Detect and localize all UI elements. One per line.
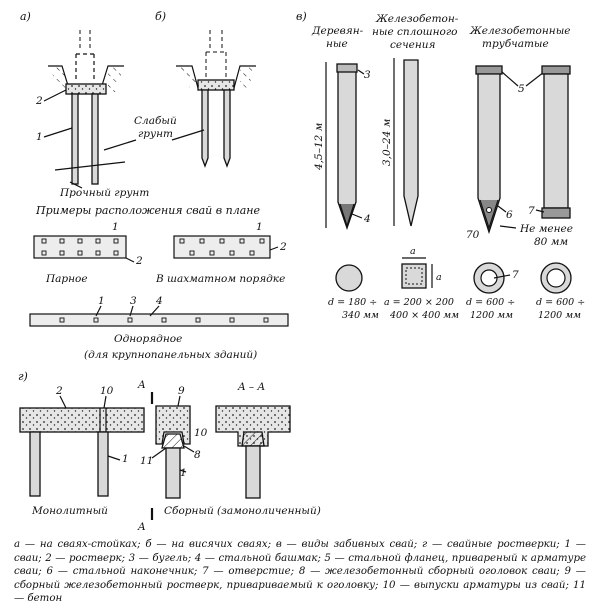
tube1-flange [475, 65, 503, 75]
plan-title: Примеры расположения свай в плане [35, 204, 261, 217]
pile-b-right [223, 89, 231, 168]
precast-pile [165, 447, 181, 499]
wood-title-1: Деревян- [311, 25, 364, 37]
panel-a: а) 2 1 [20, 10, 126, 185]
tube-pile-1 [477, 73, 501, 235]
rc-solid-pile [403, 59, 419, 227]
precast-label-10: 10 [194, 427, 208, 439]
rc-solid-title-2: ные сплошного [372, 26, 457, 38]
section-AA-label: A – A [237, 381, 266, 393]
section-A-top: A [137, 379, 146, 391]
monolithic-grillage [19, 407, 145, 433]
strong-soil-line-a [54, 161, 126, 171]
d-wood-2: 340 мм [342, 310, 379, 321]
strong-soil-label: Прочный грунт [59, 187, 149, 199]
dim-a-top: a [410, 246, 416, 257]
precast-label-9: 9 [178, 385, 185, 397]
tube2-flange-top [541, 65, 571, 75]
section-AA-head [241, 431, 265, 447]
tube-pile-2 [543, 73, 569, 209]
figure-caption: а — на сваях-стойках; б — на висячих сва… [14, 539, 586, 604]
plan-single-label: Однорядное [114, 333, 182, 345]
wooden-pile-band [336, 63, 358, 73]
section-wood [335, 264, 363, 292]
pile-a-left [71, 93, 79, 185]
mono-label-2: 2 [55, 385, 63, 397]
rc-solid-title-1: Железобетон- [375, 13, 459, 25]
plan-staggered-label: В шахматном порядке [155, 273, 285, 285]
plan-single-3: 3 [130, 295, 137, 307]
panel-b: б) [155, 10, 256, 168]
pile-b-left [201, 89, 209, 168]
wood-label-4: 4 [363, 213, 371, 225]
panel-v: в) Деревян- ные Железобетон- ные сплошно… [296, 10, 585, 321]
plan-paired-label: Парное [45, 273, 88, 285]
wooden-pile-shoe [339, 203, 355, 228]
tube2-label-7: 7 [528, 205, 535, 217]
section-AA-grillage [215, 405, 291, 447]
wood-label-3: 3 [364, 69, 371, 81]
label-a-2: 2 [35, 95, 43, 107]
a-rc-2: 400 × 400 мм [389, 310, 459, 321]
plan-paired-1: 1 [112, 221, 119, 233]
label-a: а) [20, 10, 31, 23]
mono-pile-left [29, 431, 41, 497]
weak-soil-label-2: грунт [138, 128, 173, 140]
rc-tube-title-2: трубчатые [482, 38, 549, 50]
precast-pile-head [161, 433, 185, 449]
tube1-label-70: 70 [466, 229, 480, 241]
wood-title-2: ные [326, 38, 348, 50]
grillage-a [65, 83, 107, 95]
d-tube2-2: 1200 мм [538, 310, 581, 321]
label-v: в) [296, 10, 307, 23]
precast-label-8: 8 [194, 449, 201, 461]
section-AA-pile [245, 445, 261, 499]
section-label-7: 7 [512, 269, 519, 281]
plan-staggered: 1 2 В шахматном порядке [155, 221, 287, 285]
d-tube2-1: d = 600 ÷ [536, 297, 585, 308]
precast-label-1: 1 [180, 467, 187, 479]
rc-solid-title-3: сечения [390, 39, 436, 51]
grillage-b [197, 79, 235, 91]
mono-pile-right [97, 431, 109, 497]
pile-a-right [91, 93, 99, 185]
plan-single-note: (для крупнопанельных зданий) [84, 349, 257, 361]
tube-label-5: 5 [518, 83, 525, 95]
dim-a-side: a [436, 272, 442, 283]
panel-g: г) 2 10 1 Монолитный A A 9 10 8 11 1 Сбо… [18, 370, 321, 533]
not-less-2: 80 мм [534, 236, 568, 248]
plan-staggered-2: 2 [279, 241, 287, 253]
d-tube1-1: d = 600 ÷ [466, 297, 515, 308]
weak-soil-label-1: Слабый [134, 115, 177, 127]
label-g: г) [18, 370, 28, 383]
wooden-pile [337, 65, 357, 230]
precast-grillage [155, 405, 191, 445]
d-tube1-2: 1200 мм [470, 310, 513, 321]
plan-single-1: 1 [98, 295, 105, 307]
label-a-1: 1 [36, 131, 43, 143]
a-rc-1: a = 200 × 200 [384, 297, 454, 308]
rc-tube-title-1: Железобетонные [469, 25, 570, 37]
tube1-tip [479, 199, 499, 230]
plan-paired: 1 2 Парное [33, 221, 143, 285]
len-rc: 3,0–24 м [381, 119, 393, 166]
plan-single-4: 4 [155, 295, 163, 307]
tube1-label-6: 6 [506, 209, 513, 221]
pile-foundations-diagram: а) 2 1 б) Слабый грунт Прочный грунт [18, 10, 585, 533]
section-A-bottom: A [137, 521, 146, 533]
d-wood-1: d = 180 ÷ [328, 297, 377, 308]
tube2-flange-bottom [541, 207, 571, 219]
precast-label-11: 11 [140, 455, 153, 467]
monolithic-label: Монолитный [31, 505, 108, 517]
plan-paired-2: 2 [135, 255, 143, 267]
mono-label-1: 1 [122, 453, 129, 465]
precast-label: Сборный (замоноличенный) [164, 505, 321, 517]
label-b: б) [155, 10, 166, 23]
plan-single-row: 1 3 4 Однорядное (для крупнопанельных зд… [29, 295, 289, 361]
len-wood: 4,5–12 м [313, 123, 325, 171]
mono-label-10: 10 [100, 385, 114, 397]
not-less-1: Не менее [519, 223, 573, 235]
plan-staggered-1: 1 [256, 221, 263, 233]
